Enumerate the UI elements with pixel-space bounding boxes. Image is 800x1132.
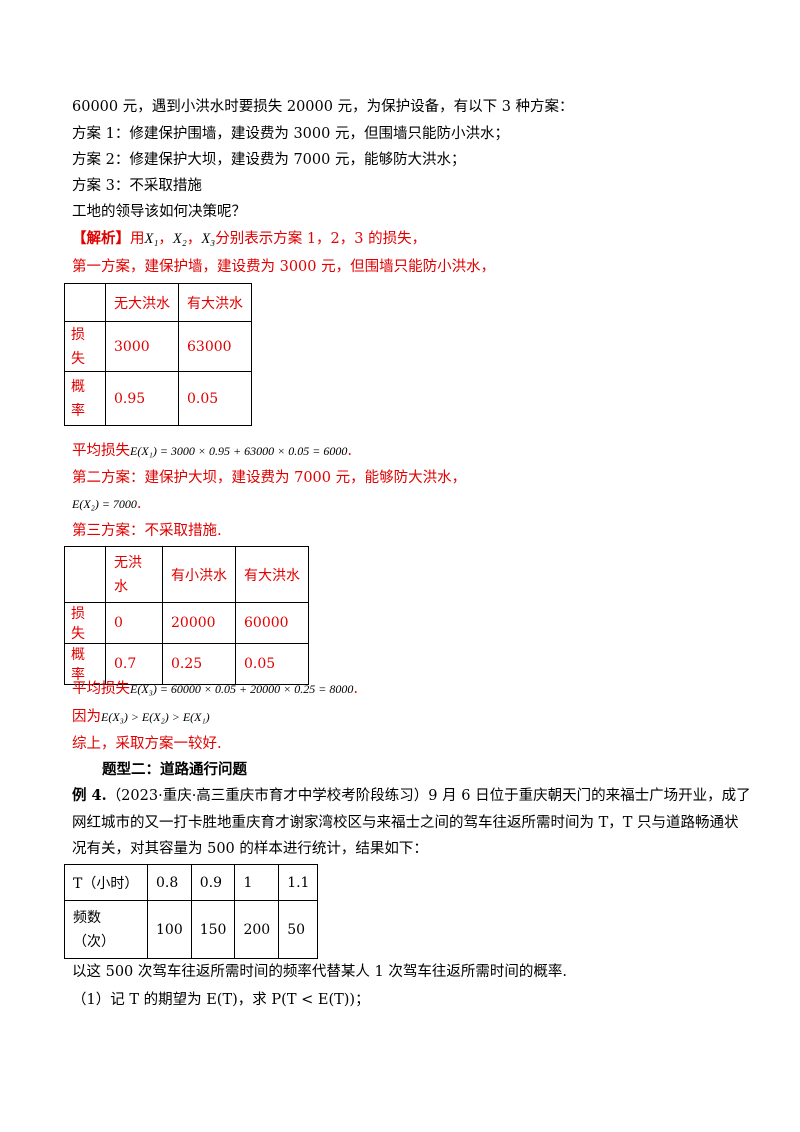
math: X₃	[201, 231, 216, 247]
text-line: E(X₂) = 7000.	[72, 494, 142, 514]
table-cell: 0.25	[162, 643, 236, 685]
formula: E(X₃) = 60000 × 0.05 + 20000 × 0.25 = 80…	[130, 682, 354, 696]
table-cell: 损 失	[64, 321, 106, 372]
text-line: 第三方案：不采取措施.	[72, 523, 222, 539]
text: .	[353, 681, 358, 697]
analysis-line: 【解析】用X₁，X₂，X₃分别表示方案 1，2，3 的损失，	[72, 229, 426, 249]
text-line: 第一方案，建保护墙，建设费为 3000 元，但围墙只能防小洪水，	[72, 259, 496, 275]
table-cell: 损失	[64, 602, 106, 644]
table-cell: 概 率	[64, 371, 106, 426]
table-cell	[64, 283, 106, 322]
example-tag: 例 4.	[72, 787, 107, 804]
text: 平均损失	[72, 681, 130, 697]
text-line: 网红城市的又一打卡胜地重庆育才谢家湾校区与来福士之间的驾车往返所需时间为 T，T…	[72, 815, 739, 831]
text: 平均损失	[72, 443, 130, 459]
table-cell: 3000	[105, 321, 179, 372]
math: X₁	[144, 231, 159, 247]
text: .	[136, 496, 142, 512]
table-cell	[64, 546, 106, 603]
text-line: 因为E(X₃) > E(X₂) > E(X₁)	[72, 707, 210, 727]
table-cell: 频数 （次）	[64, 900, 148, 959]
table-cell: 0.05	[235, 643, 309, 685]
section-heading: 题型二：道路通行问题	[102, 761, 247, 778]
table-time: T（小时） 0.8 0.9 1 1.1 频数 （次） 100 150 200 5…	[64, 864, 319, 959]
table-cell: 无洪 水	[105, 546, 163, 603]
text-line: 工地的领导该如何决策呢？	[72, 204, 246, 220]
table-cell: 200	[234, 900, 280, 959]
text: 因为	[72, 709, 101, 725]
text: 用	[130, 231, 145, 247]
text-line: 平均损失E(X₁) = 3000 × 0.95 + 63000 × 0.05 =…	[72, 441, 352, 461]
table-cell: 有大洪水	[235, 546, 309, 603]
table-cell: 0.05	[178, 371, 252, 426]
text-line: 例 4.（2023·重庆·高三重庆市育才中学校考阶段练习）9 月 6 日位于重庆…	[72, 786, 751, 806]
table-cell: 50	[278, 900, 319, 959]
table-cell: 0.95	[105, 371, 179, 426]
table-cell: 有大洪水	[178, 283, 252, 322]
table-cell: 63000	[178, 321, 252, 372]
table-cell: 概率	[64, 643, 106, 685]
text-line: 以这 500 次驾车往返所需时间的频率代替某人 1 次驾车往返所需时间的概率.	[72, 964, 567, 980]
table-cell: 100	[147, 900, 192, 959]
text-line: 综上，采取方案一较好.	[72, 736, 222, 752]
table-cell: 20000	[162, 602, 236, 644]
text: .	[347, 443, 352, 459]
math: X₂	[172, 231, 187, 247]
text-line: 60000 元，遇到小洪水时要损失 20000 元，为保护设备，有以下 3 种方…	[72, 99, 574, 115]
text: 分别表示方案 1，2，3 的损失，	[215, 231, 427, 247]
text: ，	[186, 231, 202, 247]
text-line: （1）记 T 的期望为 E(T)，求 P(T < E(T))；	[72, 992, 370, 1008]
analysis-tag: 【解析】	[72, 230, 130, 247]
text: ，	[158, 231, 173, 247]
table-cell: 1.1	[278, 864, 319, 901]
text-line: 平均损失E(X₃) = 60000 × 0.05 + 20000 × 0.25 …	[72, 679, 358, 699]
table-cell: 150	[190, 900, 236, 959]
text-line: 第二方案：建保护大坝，建设费为 7000 元，能够防大洪水，	[72, 470, 467, 486]
table-plan3: 无洪 水 有小洪水 有大洪水 损失 0 20000 60000 概率 0.7 0…	[64, 546, 309, 685]
text-line: 况有关，对其容量为 500 的样本进行统计，结果如下：	[72, 841, 428, 857]
table-cell: 1	[234, 864, 280, 901]
table-cell: 0	[105, 602, 163, 644]
text-line: 方案 3：不采取措施	[72, 178, 202, 194]
table-plan1: 无大洪水 有大洪水 损 失 3000 63000 概 率 0.95 0.05	[64, 283, 252, 426]
table-cell: 0.8	[147, 864, 192, 901]
table-cell: 60000	[235, 602, 309, 644]
formula: E(X₁) = 3000 × 0.95 + 63000 × 0.05 = 600…	[130, 444, 348, 458]
text-line: 方案 1：修建保护围墙，建设费为 3000 元，但围墙只能防小洪水；	[72, 126, 509, 142]
table-cell: 无大洪水	[105, 283, 179, 322]
text-line: 方案 2：修建保护大坝，建设费为 7000 元，能够防大洪水；	[72, 152, 466, 168]
formula: E(X₃) > E(X₂) > E(X₁)	[101, 710, 210, 724]
table-cell: 0.9	[190, 864, 236, 901]
formula: E(X₂) = 7000	[72, 497, 137, 511]
table-cell: T（小时）	[64, 864, 148, 901]
table-cell: 0.7	[105, 643, 163, 685]
text: （2023·重庆·高三重庆市育才中学校考阶段练习）9 月 6 日位于重庆朝天门的…	[106, 788, 751, 804]
table-cell: 有小洪水	[162, 546, 236, 603]
